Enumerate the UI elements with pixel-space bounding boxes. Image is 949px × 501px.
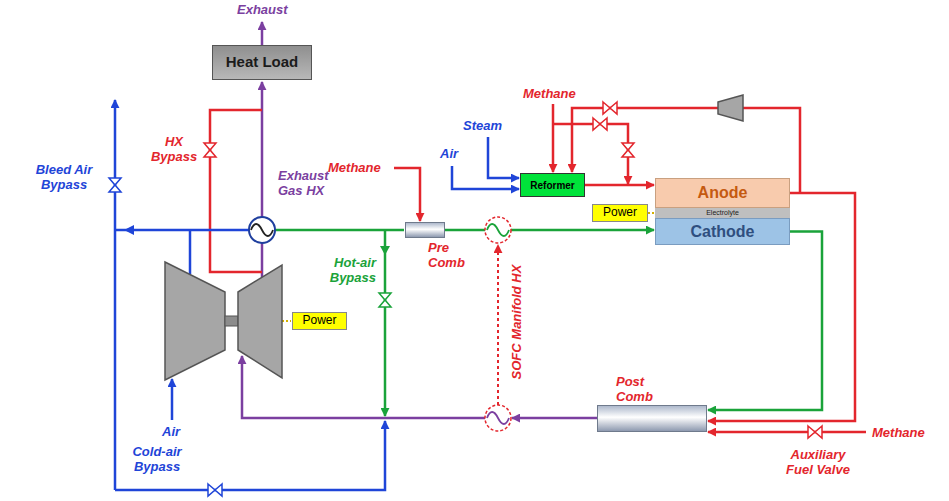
power-box: Power xyxy=(292,312,347,330)
stream-label: Hot-air Bypass xyxy=(318,255,376,285)
heat-exchanger-symbol xyxy=(485,405,511,431)
recycle-line xyxy=(572,108,718,172)
valve-half xyxy=(379,300,391,307)
heat-exchanger-coil xyxy=(487,412,509,424)
node-text: Power xyxy=(302,314,336,327)
flow-line xyxy=(708,232,822,411)
air-line xyxy=(115,229,249,232)
stream-label: Exhaust Gas HX xyxy=(278,168,334,198)
node-text: Electrolyte xyxy=(706,209,739,217)
reformer-box: Reformer xyxy=(520,173,585,197)
stream-label: Bleed Air Bypass xyxy=(22,162,106,192)
stream-label: Steam xyxy=(463,118,502,133)
combustor-symbol: Pre Comb xyxy=(405,222,445,238)
fuel-line xyxy=(708,431,866,434)
node-text: Cathode xyxy=(691,223,755,241)
cathode-box: Cathode xyxy=(655,218,790,245)
stream-label: Methane xyxy=(523,86,576,101)
heat-exchanger-coil xyxy=(487,224,509,236)
stream-label: Air xyxy=(440,146,458,161)
heat-load-box: Heat Load xyxy=(212,45,312,80)
valve-half xyxy=(109,185,121,192)
air-line xyxy=(114,100,117,490)
flow-line xyxy=(445,229,654,232)
air-line xyxy=(115,421,385,490)
valve-symbol xyxy=(593,118,607,130)
node-text: Heat Load xyxy=(226,54,299,71)
valve-half xyxy=(610,102,617,114)
valve-half xyxy=(215,484,222,496)
stream-label: SOFC Manifold HX xyxy=(509,265,524,380)
heat-exchanger-coil xyxy=(251,224,273,236)
exhaust-line xyxy=(512,417,597,420)
bypass-line xyxy=(210,110,262,272)
stream-label: HX Bypass xyxy=(148,134,200,164)
air-line xyxy=(171,379,174,420)
stream-label: Methane xyxy=(872,425,925,440)
node-text: Reformer xyxy=(530,180,574,191)
valve-symbol xyxy=(208,484,222,496)
power-box: Power xyxy=(592,204,648,222)
turbine-symbol xyxy=(238,265,282,378)
node-text: Anode xyxy=(698,184,748,202)
stream-label: Exhaust xyxy=(237,2,288,17)
stream-label: Air xyxy=(162,424,180,439)
flow-arrow xyxy=(380,246,390,255)
valve-symbol xyxy=(622,143,634,157)
valve-symbol xyxy=(603,102,617,114)
exhaust-line xyxy=(261,22,264,45)
steam-line xyxy=(488,137,519,178)
exhaust-line xyxy=(261,82,264,217)
anode-box: Anode xyxy=(655,178,790,208)
component-label: Pre Comb xyxy=(428,240,468,270)
stream-label: Cold-air Bypass xyxy=(125,444,189,474)
compressor-symbol xyxy=(165,262,225,380)
valve-symbol xyxy=(204,143,216,157)
heat-transfer-line xyxy=(497,245,499,405)
valve-symbol xyxy=(808,426,822,438)
heat-exchanger-symbol xyxy=(249,217,275,243)
valve-symbol xyxy=(109,178,121,192)
stream-label: Auxiliary Fuel Valve xyxy=(778,447,858,477)
combustor-box: Post Comb xyxy=(597,405,707,432)
valve-half xyxy=(622,150,634,157)
hot-air-line xyxy=(384,230,387,416)
air-line xyxy=(189,230,192,274)
node-text: Power xyxy=(603,206,637,219)
flow-line xyxy=(585,184,654,187)
electrolyte-band: Electrolyte xyxy=(655,208,790,218)
valve-symbol xyxy=(379,293,391,307)
blower-symbol xyxy=(718,95,743,121)
stream-label: Methane xyxy=(328,160,381,175)
flow-arrow xyxy=(124,225,134,235)
fuel-line xyxy=(394,168,420,221)
component-label: Post Comb xyxy=(616,374,660,404)
power-link xyxy=(282,320,291,322)
valve-half xyxy=(204,150,216,157)
heat-exchanger-symbol xyxy=(485,217,511,243)
valve-half xyxy=(600,118,607,130)
valve-half xyxy=(815,426,822,438)
flow-line xyxy=(648,212,654,214)
shaft-symbol xyxy=(225,316,238,326)
fuel-line xyxy=(552,104,555,172)
